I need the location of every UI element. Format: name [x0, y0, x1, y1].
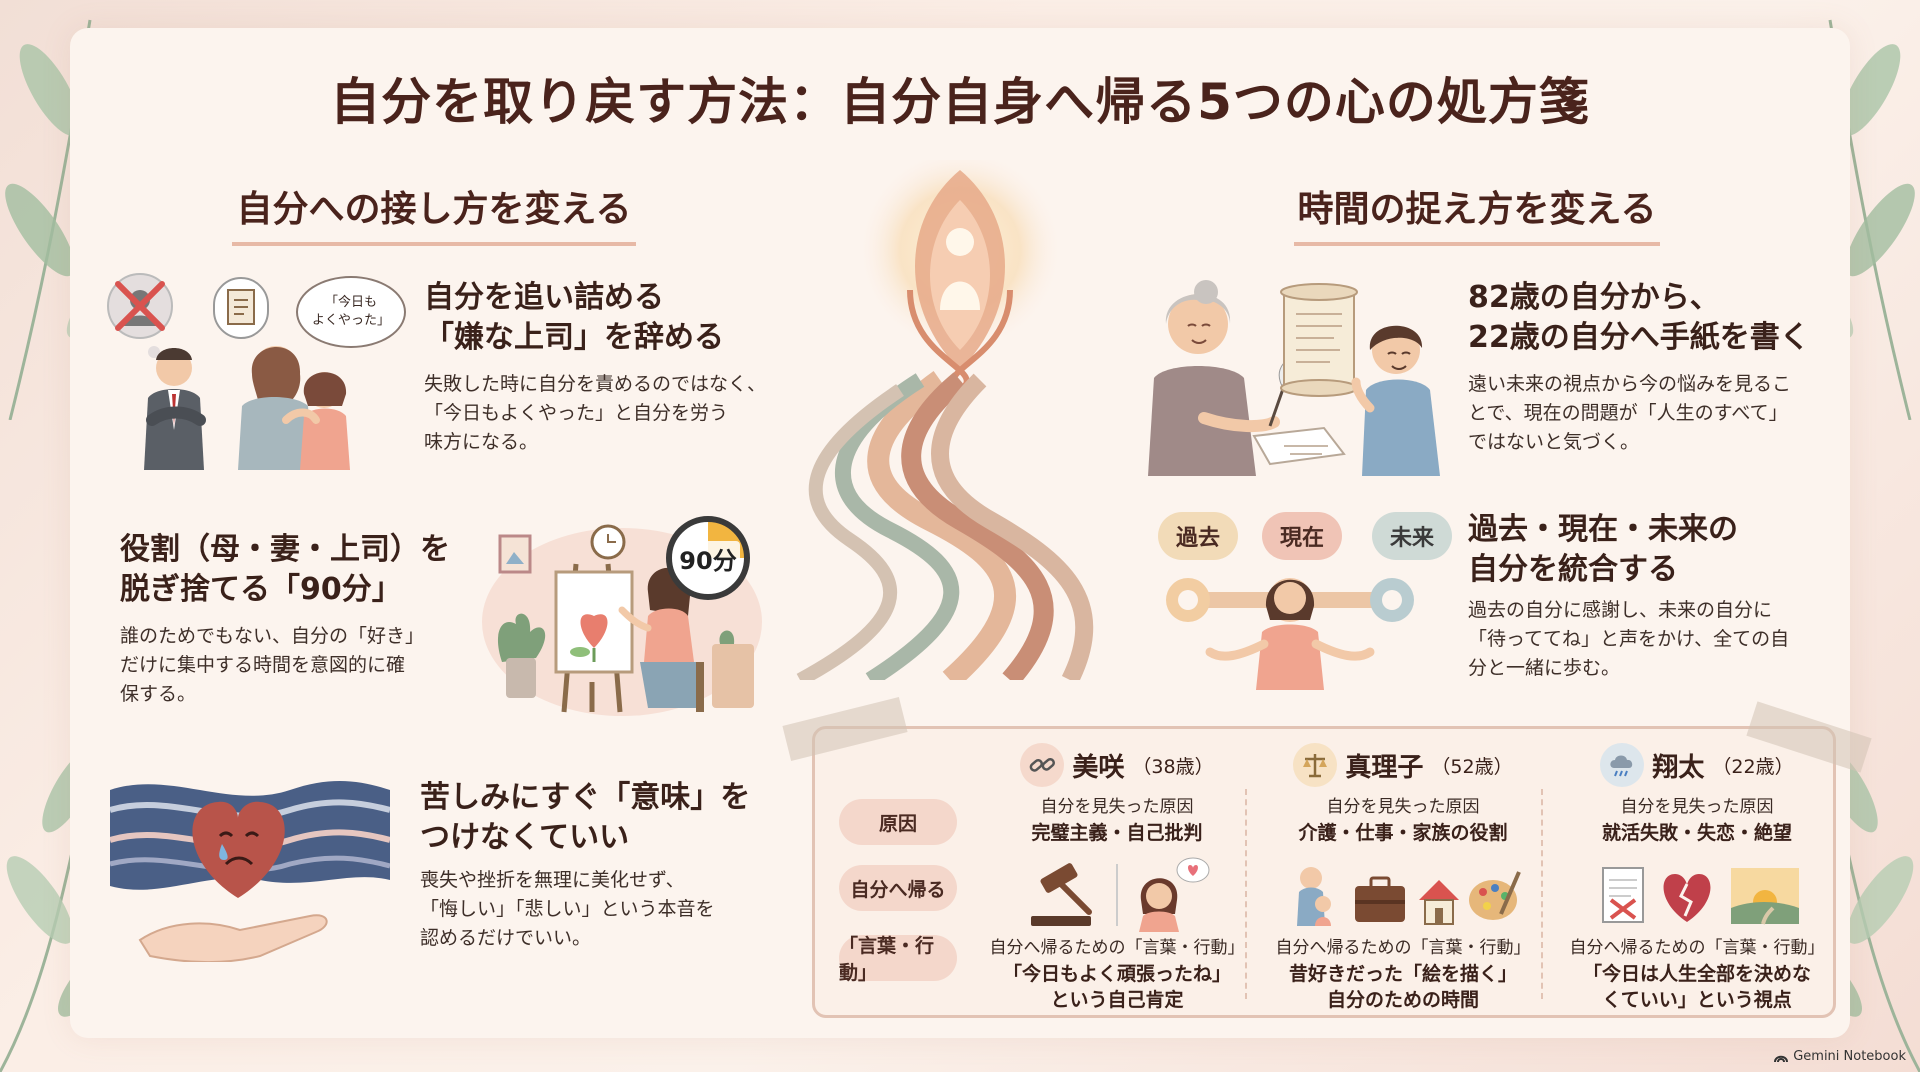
timeline-label-present: 現在 [1262, 512, 1343, 560]
gemini-logo-icon [1774, 1055, 1789, 1062]
case-cause-misaki: 完璧主義・自己批判 [1031, 822, 1203, 844]
case-study-box: 原因 自分へ帰る 「言葉・行動」 美咲 （38歳） 自分を見失った原因 完璧主義… [782, 697, 1872, 1018]
item-body-letter: 遠い未来の視点から今の悩みを見るこ とで、現在の問題が「人生のすべて」 ではない… [1468, 373, 1792, 453]
case-action-line: 昔好きだった「絵を描く」 [1288, 963, 1517, 985]
case-person-shota: 翔太 （22歳） 自分を見失った原因 就活失敗・失恋・絶望 自分へ帰るための「言… [1557, 743, 1837, 1013]
timeline-label-future: 未来 [1372, 512, 1453, 560]
rejection-heartbreak-sunrise-icons [1602, 867, 1799, 925]
case-age-shota: （22歳） [1712, 755, 1794, 778]
item-body-integrate: 過去の自分に感謝し、未来の自分に 「待っててね」と声をかけ、全ての自 分と一緒に… [1468, 599, 1790, 679]
footer-brand: Gemini Notebook [1774, 1049, 1906, 1064]
case-cause-shota: 就活失敗・失恋・絶望 [1601, 822, 1792, 844]
item-body-stop-bad-boss: 失敗した時に自分を責めるのではなく、 「今日もよくやった」と自分を労う 味方にな… [424, 373, 767, 453]
speech-bubble: 「今日も よくやった」 [296, 276, 406, 348]
case-name-shota: 翔太 [1652, 752, 1705, 783]
timeline-illustration [1166, 578, 1414, 690]
crying-heart-illustration [110, 780, 390, 962]
broken-chain-icon [1020, 743, 1065, 787]
case-cause-mariko: 介護・仕事・家族の役割 [1298, 822, 1508, 844]
row-label-return: 自分へ帰る [839, 865, 957, 911]
case-cause-label: 自分を見失った原因 [1040, 797, 1194, 817]
page-title: 自分を取り戻す方法：自分自身へ帰る5つの心の処方箋 [330, 73, 1590, 131]
case-action-line: 自分のための時間 [1326, 989, 1479, 1011]
item-body-no-meaning: 喪失や挫折を無理に美化せず、 「悔しい」「悲しい」という本音を 認めるだけでいい… [420, 869, 715, 949]
item-title-90-minutes: 役割（母・妻・上司）を 脱ぎ捨てる「90分」 [120, 532, 450, 607]
item-title-integrate: 過去・現在・未来の 自分を統合する [1468, 512, 1738, 587]
row-label-words-actions: 「言葉・行動」 [839, 935, 957, 984]
right-section-heading: 時間の捉え方を変える [1294, 180, 1660, 246]
item-title-stop-bad-boss: 自分を追い詰める 「嫌な上司」を辞める [424, 280, 724, 355]
elderly-woman-and-boy-illustration [1148, 280, 1440, 476]
scales-icon [1293, 743, 1338, 787]
case-name-misaki: 美咲 [1072, 752, 1125, 783]
case-age-mariko: （52歳） [1431, 755, 1513, 778]
item-title-letter: 82歳の自分から、 22歳の自分へ手紙を書く [1468, 280, 1810, 355]
item-title-no-meaning: 苦しみにすぐ「意味」を つけなくていい [420, 780, 751, 855]
rain-cloud-icon [1600, 743, 1645, 787]
column-divider [1541, 789, 1543, 999]
column-divider [1245, 789, 1247, 999]
case-name-mariko: 真理子 [1345, 752, 1424, 783]
care-work-home-art-icons [1297, 867, 1521, 926]
case-action-label: 自分へ帰るための「言葉・行動」 [1569, 938, 1825, 958]
case-person-mariko: 真理子 （52歳） 自分を見失った原因 介護・仕事・家族の役割 自分へ帰るための… [1263, 743, 1543, 1013]
case-action-line: くていい」という視点 [1602, 989, 1792, 1011]
item-body-90-minutes: 誰のためでもない、自分の「好き」 だけに集中する時間を意図的に確 保する。 [120, 625, 425, 705]
timer-90-minutes: 90分 [666, 516, 750, 600]
case-action-line: という自己肯定 [1050, 989, 1184, 1011]
case-cause-label: 自分を見失った原因 [1620, 797, 1774, 817]
case-action-line: 「今日は人生全部を決めな [1582, 963, 1811, 985]
timeline-label-past: 過去 [1158, 512, 1239, 560]
row-label-cause: 原因 [839, 799, 957, 845]
footer-text: Gemini Notebook [1793, 1049, 1906, 1064]
gavel-and-woman-illustration [1031, 857, 1210, 932]
timer-label: 90分 [676, 540, 740, 576]
case-cause-label: 自分を見失った原因 [1326, 797, 1480, 817]
boss-and-friend-illustration [107, 273, 350, 470]
case-action-label: 自分へ帰るための「言葉・行動」 [1275, 938, 1531, 958]
case-person-misaki: 美咲 （38歳） 自分を見失った原因 完璧主義・自己批判 自分へ帰るための「言葉… [977, 743, 1257, 1013]
case-age-misaki: （38歳） [1132, 755, 1214, 778]
speech-bubble-line: 「今日も [324, 295, 377, 310]
speech-bubble-line: よくやった」 [311, 313, 390, 328]
case-action-label: 自分へ帰るための「言葉・行動」 [989, 938, 1245, 958]
winding-path-illustration [796, 160, 1094, 680]
left-section-heading: 自分への接し方を変える [232, 180, 636, 246]
case-action-line: 「今日もよく頑張ったね」 [1002, 963, 1231, 985]
